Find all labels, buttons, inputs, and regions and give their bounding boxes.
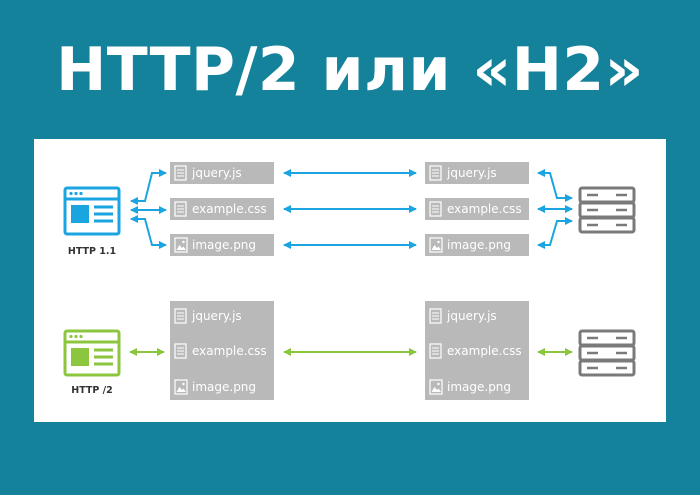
image-icon — [429, 237, 443, 253]
document-icon — [429, 308, 442, 324]
file-name: example.css — [447, 202, 522, 216]
browser-window-icon — [63, 329, 121, 377]
http2-label: HTTP /2 — [71, 385, 112, 396]
file-box: image.png — [425, 234, 529, 256]
http1-label: HTTP 1.1 — [68, 246, 116, 257]
document-icon — [429, 165, 442, 181]
http1-client-files: jquery.js example.css ima — [170, 162, 274, 256]
image-icon — [174, 379, 188, 395]
file-name: image.png — [192, 238, 256, 252]
image-icon — [429, 379, 443, 395]
file-name: example.css — [192, 344, 267, 358]
file-row: example.css — [429, 343, 522, 359]
document-icon — [174, 165, 187, 181]
http1-client-arrows — [130, 169, 167, 249]
file-box: image.png — [170, 234, 274, 256]
document-icon — [429, 201, 442, 217]
file-row: jquery.js — [174, 308, 242, 324]
file-row: example.css — [174, 343, 267, 359]
file-row: image.png — [174, 379, 256, 395]
document-icon — [174, 201, 187, 217]
file-name: image.png — [447, 380, 511, 394]
file-row: jquery.js — [429, 308, 497, 324]
server-rack-icon — [578, 186, 636, 234]
page-title: HTTP/2 или «H2» — [56, 35, 644, 105]
http2-server-files: jquery.js example.css image.png — [425, 301, 529, 400]
server-rack-icon — [578, 329, 636, 377]
document-icon — [174, 308, 187, 324]
file-name: example.css — [447, 344, 522, 358]
file-name: jquery.js — [446, 166, 497, 180]
file-name: jquery.js — [191, 166, 242, 180]
document-icon — [429, 343, 442, 359]
file-box: example.css — [170, 198, 274, 220]
browser-window-icon — [63, 186, 121, 236]
file-name: image.png — [447, 238, 511, 252]
http2-client-files: jquery.js example.css image.png — [170, 301, 274, 400]
file-name: example.css — [192, 202, 267, 216]
document-icon — [174, 343, 187, 359]
file-name: jquery.js — [446, 309, 497, 323]
file-row: image.png — [429, 379, 511, 395]
http1-server-arrows — [537, 169, 573, 249]
http2-client: HTTP /2 — [63, 329, 121, 396]
image-icon — [174, 237, 188, 253]
file-box: example.css — [425, 198, 529, 220]
http1-server-files: jquery.js example.css ima — [425, 162, 529, 256]
file-box: jquery.js — [425, 162, 529, 184]
http1-client: HTTP 1.1 — [63, 186, 121, 257]
http1-transfer-arrows — [283, 169, 417, 249]
file-name: image.png — [192, 380, 256, 394]
file-name: jquery.js — [191, 309, 242, 323]
file-box: jquery.js — [170, 162, 274, 184]
